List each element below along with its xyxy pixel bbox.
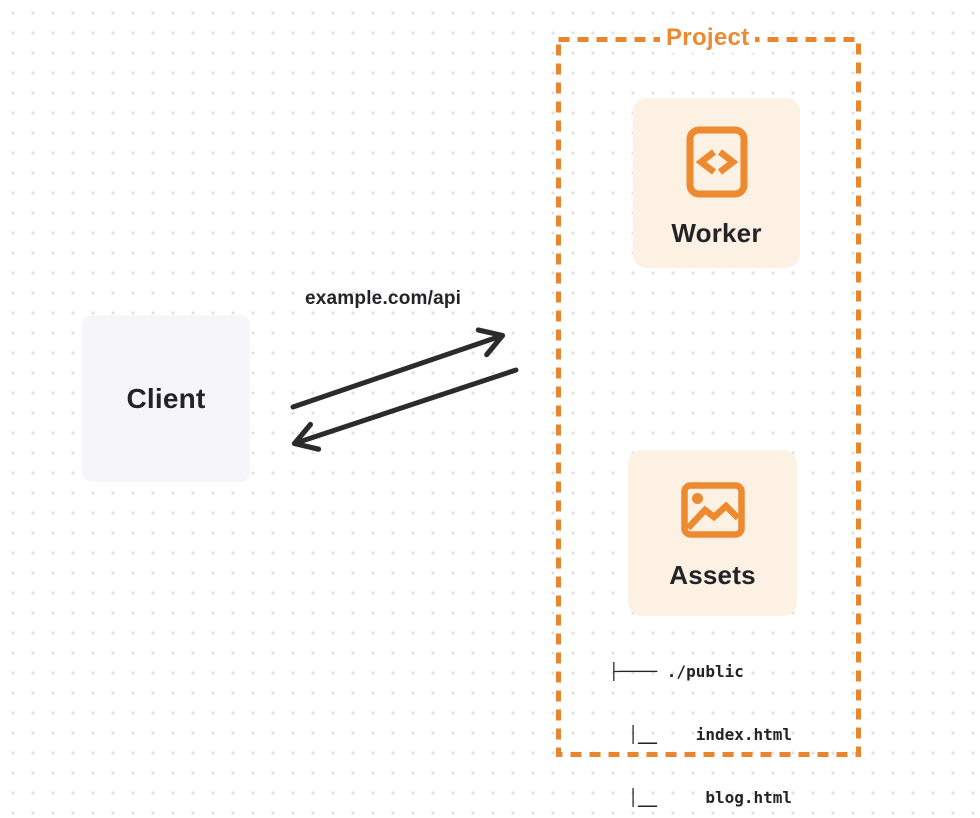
request-arrow xyxy=(290,327,506,410)
image-icon xyxy=(680,482,745,538)
code-file-icon xyxy=(686,126,747,198)
project-label: Project xyxy=(660,23,756,53)
client-node: Client xyxy=(82,315,250,482)
file-tree-line-blog: │__ blog.html xyxy=(609,788,793,807)
response-arrow xyxy=(291,367,519,452)
file-tree: ├──── ./public │__ index.html │__ blog.h… xyxy=(609,619,792,818)
worker-label: Worker xyxy=(671,218,762,248)
request-url-label: example.com/api xyxy=(305,288,462,309)
file-tree-line-index: │__ index.html xyxy=(609,725,793,744)
file-tree-line-public: ├──── ./public xyxy=(609,662,744,681)
worker-card: Worker xyxy=(633,98,800,268)
client-label: Client xyxy=(126,382,206,414)
assets-label: Assets xyxy=(669,560,756,590)
assets-card: Assets xyxy=(628,450,797,616)
